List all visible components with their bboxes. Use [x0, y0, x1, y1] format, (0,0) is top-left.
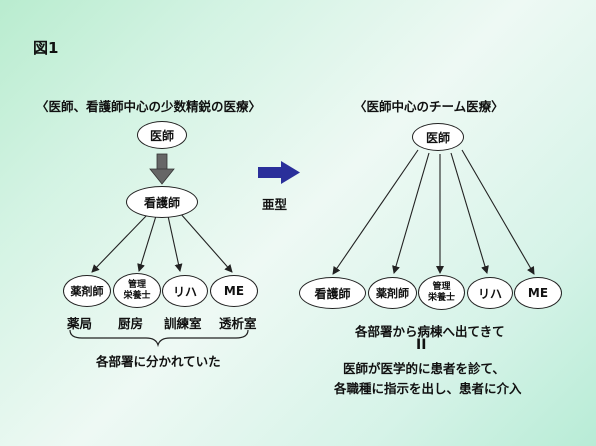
right-me-node: ME — [514, 277, 562, 309]
left-me-node: ME — [210, 275, 258, 307]
arrow-to-rehab-left — [167, 215, 183, 272]
arrow-to-me-left — [179, 212, 233, 273]
node-label: リハ — [477, 286, 502, 301]
arrow-to-me-right — [461, 149, 535, 275]
arrow-to-nurse-right — [332, 149, 419, 275]
right-caption-3: 各職種に指示を出し、患者に介入 — [334, 381, 522, 396]
node-label: リハ — [172, 284, 197, 299]
arrow-to-rehab-right — [450, 152, 489, 274]
node-label: 薬剤師 — [70, 285, 104, 298]
node-label-line2: 栄養士 — [123, 290, 151, 301]
node-label: 看護師 — [314, 286, 351, 301]
transition-arrow — [258, 161, 300, 184]
left-heading: 〈医師、看護師中心の少数精鋭の医療〉 — [36, 99, 262, 114]
right-heading: 〈医師中心のチーム医療〉 — [354, 99, 504, 114]
node-label: 薬剤師 — [376, 287, 409, 300]
arrow-to-pharmacist-right — [392, 152, 430, 274]
left-doctor-node: 医師 — [137, 121, 187, 149]
left-rehab-node: リハ — [162, 275, 208, 307]
node-label: 看護師 — [143, 195, 180, 210]
brace-caption: 各部署に分かれていた — [96, 354, 221, 369]
department-training-room: 訓練室 — [164, 316, 202, 331]
right-nurse-node: 看護師 — [299, 277, 366, 309]
right-pharmacist-node: 薬剤師 — [368, 277, 417, 309]
arrow-to-dietitian-left — [137, 215, 157, 272]
figure-label: 図1 — [33, 39, 59, 57]
arrow-to-pharmacist-left — [91, 213, 149, 273]
left-dietitian-node: 管理 栄養士 — [113, 273, 161, 308]
department-dialysis-room: 透析室 — [219, 316, 257, 331]
node-label: ME — [223, 284, 245, 298]
right-rehab-node: リハ — [467, 277, 513, 309]
right-caption-1: 各部署から病棟へ出てきて — [355, 324, 505, 339]
node-label: ME — [527, 286, 549, 300]
node-label: 医師 — [149, 128, 174, 143]
thick-down-arrow — [149, 153, 175, 185]
bracket-brace — [69, 329, 249, 348]
node-label-line2: 栄養士 — [427, 292, 455, 303]
right-caption-2: 医師が医学的に患者を診て、 — [343, 361, 505, 376]
node-label: 医師 — [425, 130, 450, 145]
left-pharmacist-node: 薬剤師 — [63, 275, 111, 307]
equals-mark: II — [416, 337, 427, 353]
transition-label: 亜型 — [262, 197, 288, 212]
department-pharmacy: 薬局 — [67, 316, 93, 331]
node-label-line1: 管理 — [127, 279, 146, 290]
left-nurse-node: 看護師 — [126, 186, 198, 218]
node-label-line1: 管理 — [432, 281, 451, 292]
right-dietitian-node: 管理 栄養士 — [418, 275, 465, 310]
department-kitchen: 厨房 — [118, 316, 144, 331]
right-doctor-node: 医師 — [412, 123, 464, 151]
